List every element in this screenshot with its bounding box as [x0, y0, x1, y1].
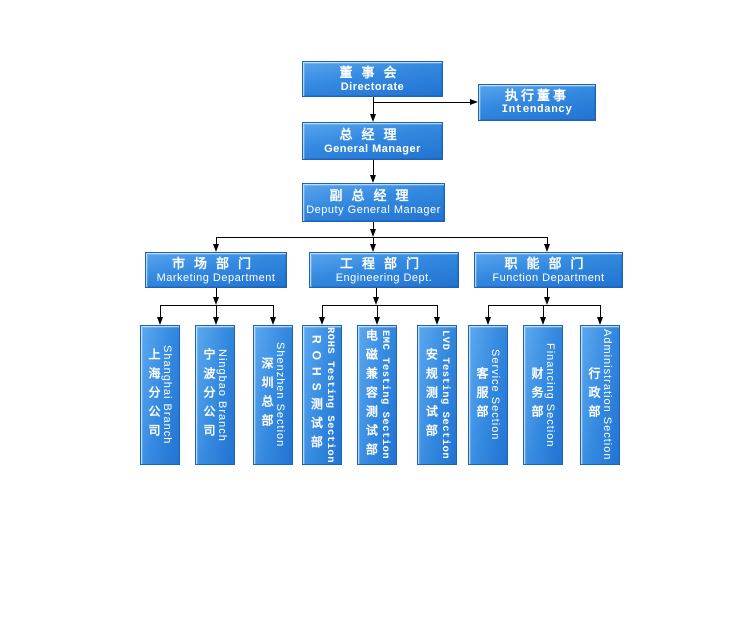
node-name-cn: 总经理	[339, 126, 406, 142]
connector-line	[273, 305, 274, 318]
node-box-general-manager: 总经理 General Manager	[302, 122, 443, 160]
section-box-administration: 行政部 Administration Section	[580, 325, 620, 465]
section-box-service: 客服部 Service Section	[468, 325, 508, 465]
connector-line	[160, 305, 274, 306]
department-box-engineering: 工程部门 Engineering Dept.	[309, 252, 459, 288]
connector-line	[216, 237, 217, 245]
section-name-en: ROHS Testing Section	[323, 326, 336, 464]
department-name-cn: 市场部门	[171, 255, 260, 271]
section-name-en: LVD Testing Section	[438, 330, 451, 460]
department-box-function: 职能部门 Function Department	[474, 252, 623, 288]
node-box-deputy-general-manager: 副总经理 Deputy General Manager	[302, 183, 445, 222]
department-name-cn: 职能部门	[504, 255, 593, 271]
section-box-shanghai-branch: 上海分公司 Shanghai Branch	[140, 325, 180, 465]
department-name-en: Marketing Department	[156, 271, 276, 284]
section-name-en: Administration Section	[601, 329, 614, 461]
node-box-intendancy: 执行董事 Intendancy	[478, 84, 596, 121]
arrow-down-icon	[370, 175, 376, 183]
node-name-cn: 副总经理	[329, 188, 418, 203]
connector-line	[376, 288, 377, 298]
arrow-down-icon	[370, 244, 376, 252]
department-name-cn: 工程部门	[339, 255, 428, 271]
connector-line	[373, 102, 471, 103]
arrow-down-icon	[213, 297, 219, 305]
node-name-cn: 董事会	[339, 64, 406, 80]
section-name-cn: 宁波分公司	[202, 347, 217, 443]
arrow-down-icon	[270, 317, 276, 325]
connector-line	[322, 305, 323, 318]
arrow-down-icon	[213, 244, 219, 252]
section-name-en: Shenzhen Section	[274, 342, 287, 448]
connector-line	[216, 237, 548, 238]
department-name-en: Engineering Dept.	[335, 271, 433, 284]
arrow-down-icon	[540, 317, 546, 325]
node-name-cn: 执行董事	[504, 88, 569, 103]
arrow-down-icon	[485, 317, 491, 325]
section-name-en: Financing Section	[544, 342, 557, 448]
node-name-en: Directorate	[340, 80, 405, 93]
arrow-down-icon	[370, 229, 376, 237]
section-name-cn: 上海分公司	[147, 347, 162, 443]
connector-line	[216, 288, 217, 298]
section-name-cn: 客服部	[475, 366, 490, 424]
connector-line	[373, 97, 374, 115]
connector-line	[322, 305, 438, 306]
connector-line	[216, 305, 217, 318]
section-box-lvd-testing: 安规测试部 LVD Testing Section	[417, 325, 457, 465]
arrow-right-icon	[470, 99, 478, 105]
node-name-en: General Manager	[324, 142, 421, 155]
section-name-en: Ningbao Branch	[216, 348, 229, 442]
connector-line	[373, 160, 374, 176]
section-name-cn: 安规测试部	[424, 347, 439, 443]
arrow-down-icon	[434, 317, 440, 325]
section-box-rohs-testing: ROHS测试部 ROHS Testing Section	[302, 325, 342, 465]
section-name-cn: ROHS测试部	[309, 335, 324, 455]
connector-line	[547, 237, 548, 245]
section-name-cn: 财务部	[530, 366, 545, 424]
arrow-down-icon	[597, 317, 603, 325]
connector-line	[488, 305, 601, 306]
arrow-down-icon	[213, 317, 219, 325]
arrow-down-icon	[373, 297, 379, 305]
department-box-marketing: 市场部门 Marketing Department	[145, 252, 287, 288]
connector-line	[543, 305, 544, 318]
connector-line	[373, 222, 374, 230]
arrow-down-icon	[157, 317, 163, 325]
arrow-down-icon	[319, 317, 325, 325]
arrow-down-icon	[374, 317, 380, 325]
section-box-ningbao-branch: 宁波分公司 Ningbao Branch	[195, 325, 235, 465]
connector-line	[373, 237, 374, 245]
connector-line	[437, 305, 438, 318]
arrow-down-icon	[544, 297, 550, 305]
connector-line	[547, 288, 548, 298]
section-name-cn: 深圳总部	[260, 357, 275, 433]
arrow-down-icon	[370, 114, 376, 122]
node-name-en: Intendancy	[501, 104, 573, 116]
section-name-cn: 电磁兼容测试部	[364, 328, 379, 462]
arrow-down-icon	[544, 244, 550, 252]
section-box-emc-testing: 电磁兼容测试部 EMC Testing Section	[357, 325, 397, 465]
section-name-en: Service Section	[489, 349, 502, 441]
section-name-en: Shanghai Branch	[161, 345, 174, 445]
department-name-en: Function Department	[492, 271, 605, 284]
connector-line	[160, 305, 161, 318]
connector-line	[377, 305, 378, 318]
node-name-en: Deputy General Manager	[306, 204, 441, 216]
section-name-cn: 行政部	[587, 366, 602, 424]
connector-line	[488, 305, 489, 318]
section-box-shenzhen: 深圳总部 Shenzhen Section	[253, 325, 293, 465]
connector-line	[600, 305, 601, 318]
section-box-financing: 财务部 Financing Section	[523, 325, 563, 465]
section-name-en: EMC Testing Section	[378, 330, 391, 460]
node-box-directorate: 董事会 Directorate	[302, 61, 443, 97]
